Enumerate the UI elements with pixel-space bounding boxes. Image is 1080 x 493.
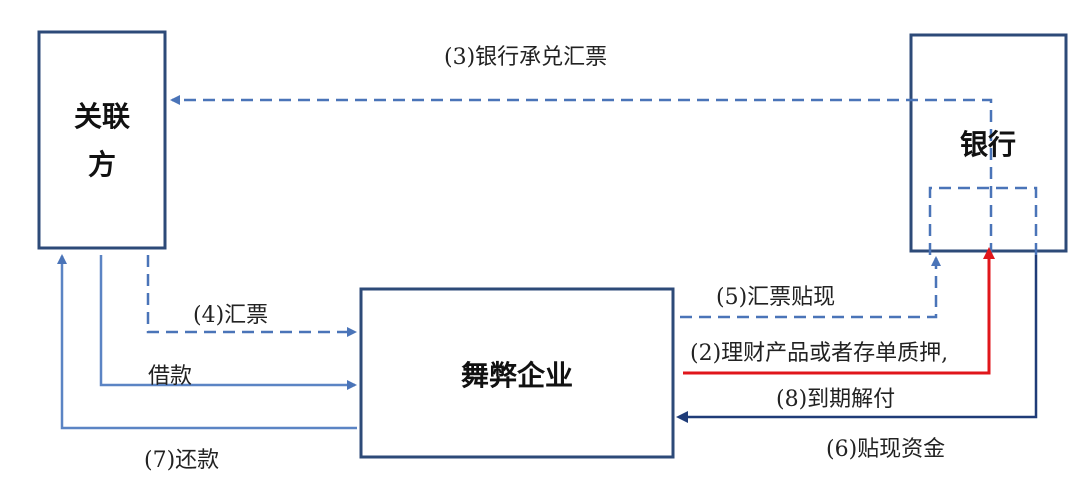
edge-6-arrow bbox=[676, 255, 1038, 423]
edge-8-label: (8)到期解付 bbox=[776, 387, 895, 412]
bank-box bbox=[909, 33, 1068, 253]
edge-2-arrow bbox=[683, 247, 995, 375]
edge-5-arrow bbox=[680, 256, 941, 319]
company-box bbox=[359, 287, 675, 459]
bank-label: 银行 bbox=[960, 128, 1016, 161]
edge-borrow-label: 借款 bbox=[148, 364, 192, 389]
edge-7-label: (7)还款 bbox=[144, 448, 219, 473]
related-party-label-2: 方 bbox=[88, 148, 116, 181]
edge-6-label: (6)贴现资金 bbox=[826, 437, 945, 462]
edge-4-arrow bbox=[146, 255, 357, 337]
related-party-box bbox=[37, 30, 167, 250]
edge-borrow-arrow bbox=[99, 255, 357, 390]
edge-2-label: (2)理财产品或者存单质押, bbox=[690, 341, 948, 366]
related-party-label-1: 关联 bbox=[74, 100, 130, 133]
edge-5-label: (5)汇票贴现 bbox=[716, 285, 835, 310]
edge-4-label: (4)汇票 bbox=[193, 303, 268, 328]
bank-inner-dashed-rect bbox=[928, 186, 1038, 255]
company-label: 舞弊企业 bbox=[461, 359, 573, 392]
edge-3-arrow bbox=[170, 95, 993, 255]
edge-3-label: (3)银行承兑汇票 bbox=[444, 45, 607, 70]
edge-7-arrow bbox=[57, 254, 357, 430]
